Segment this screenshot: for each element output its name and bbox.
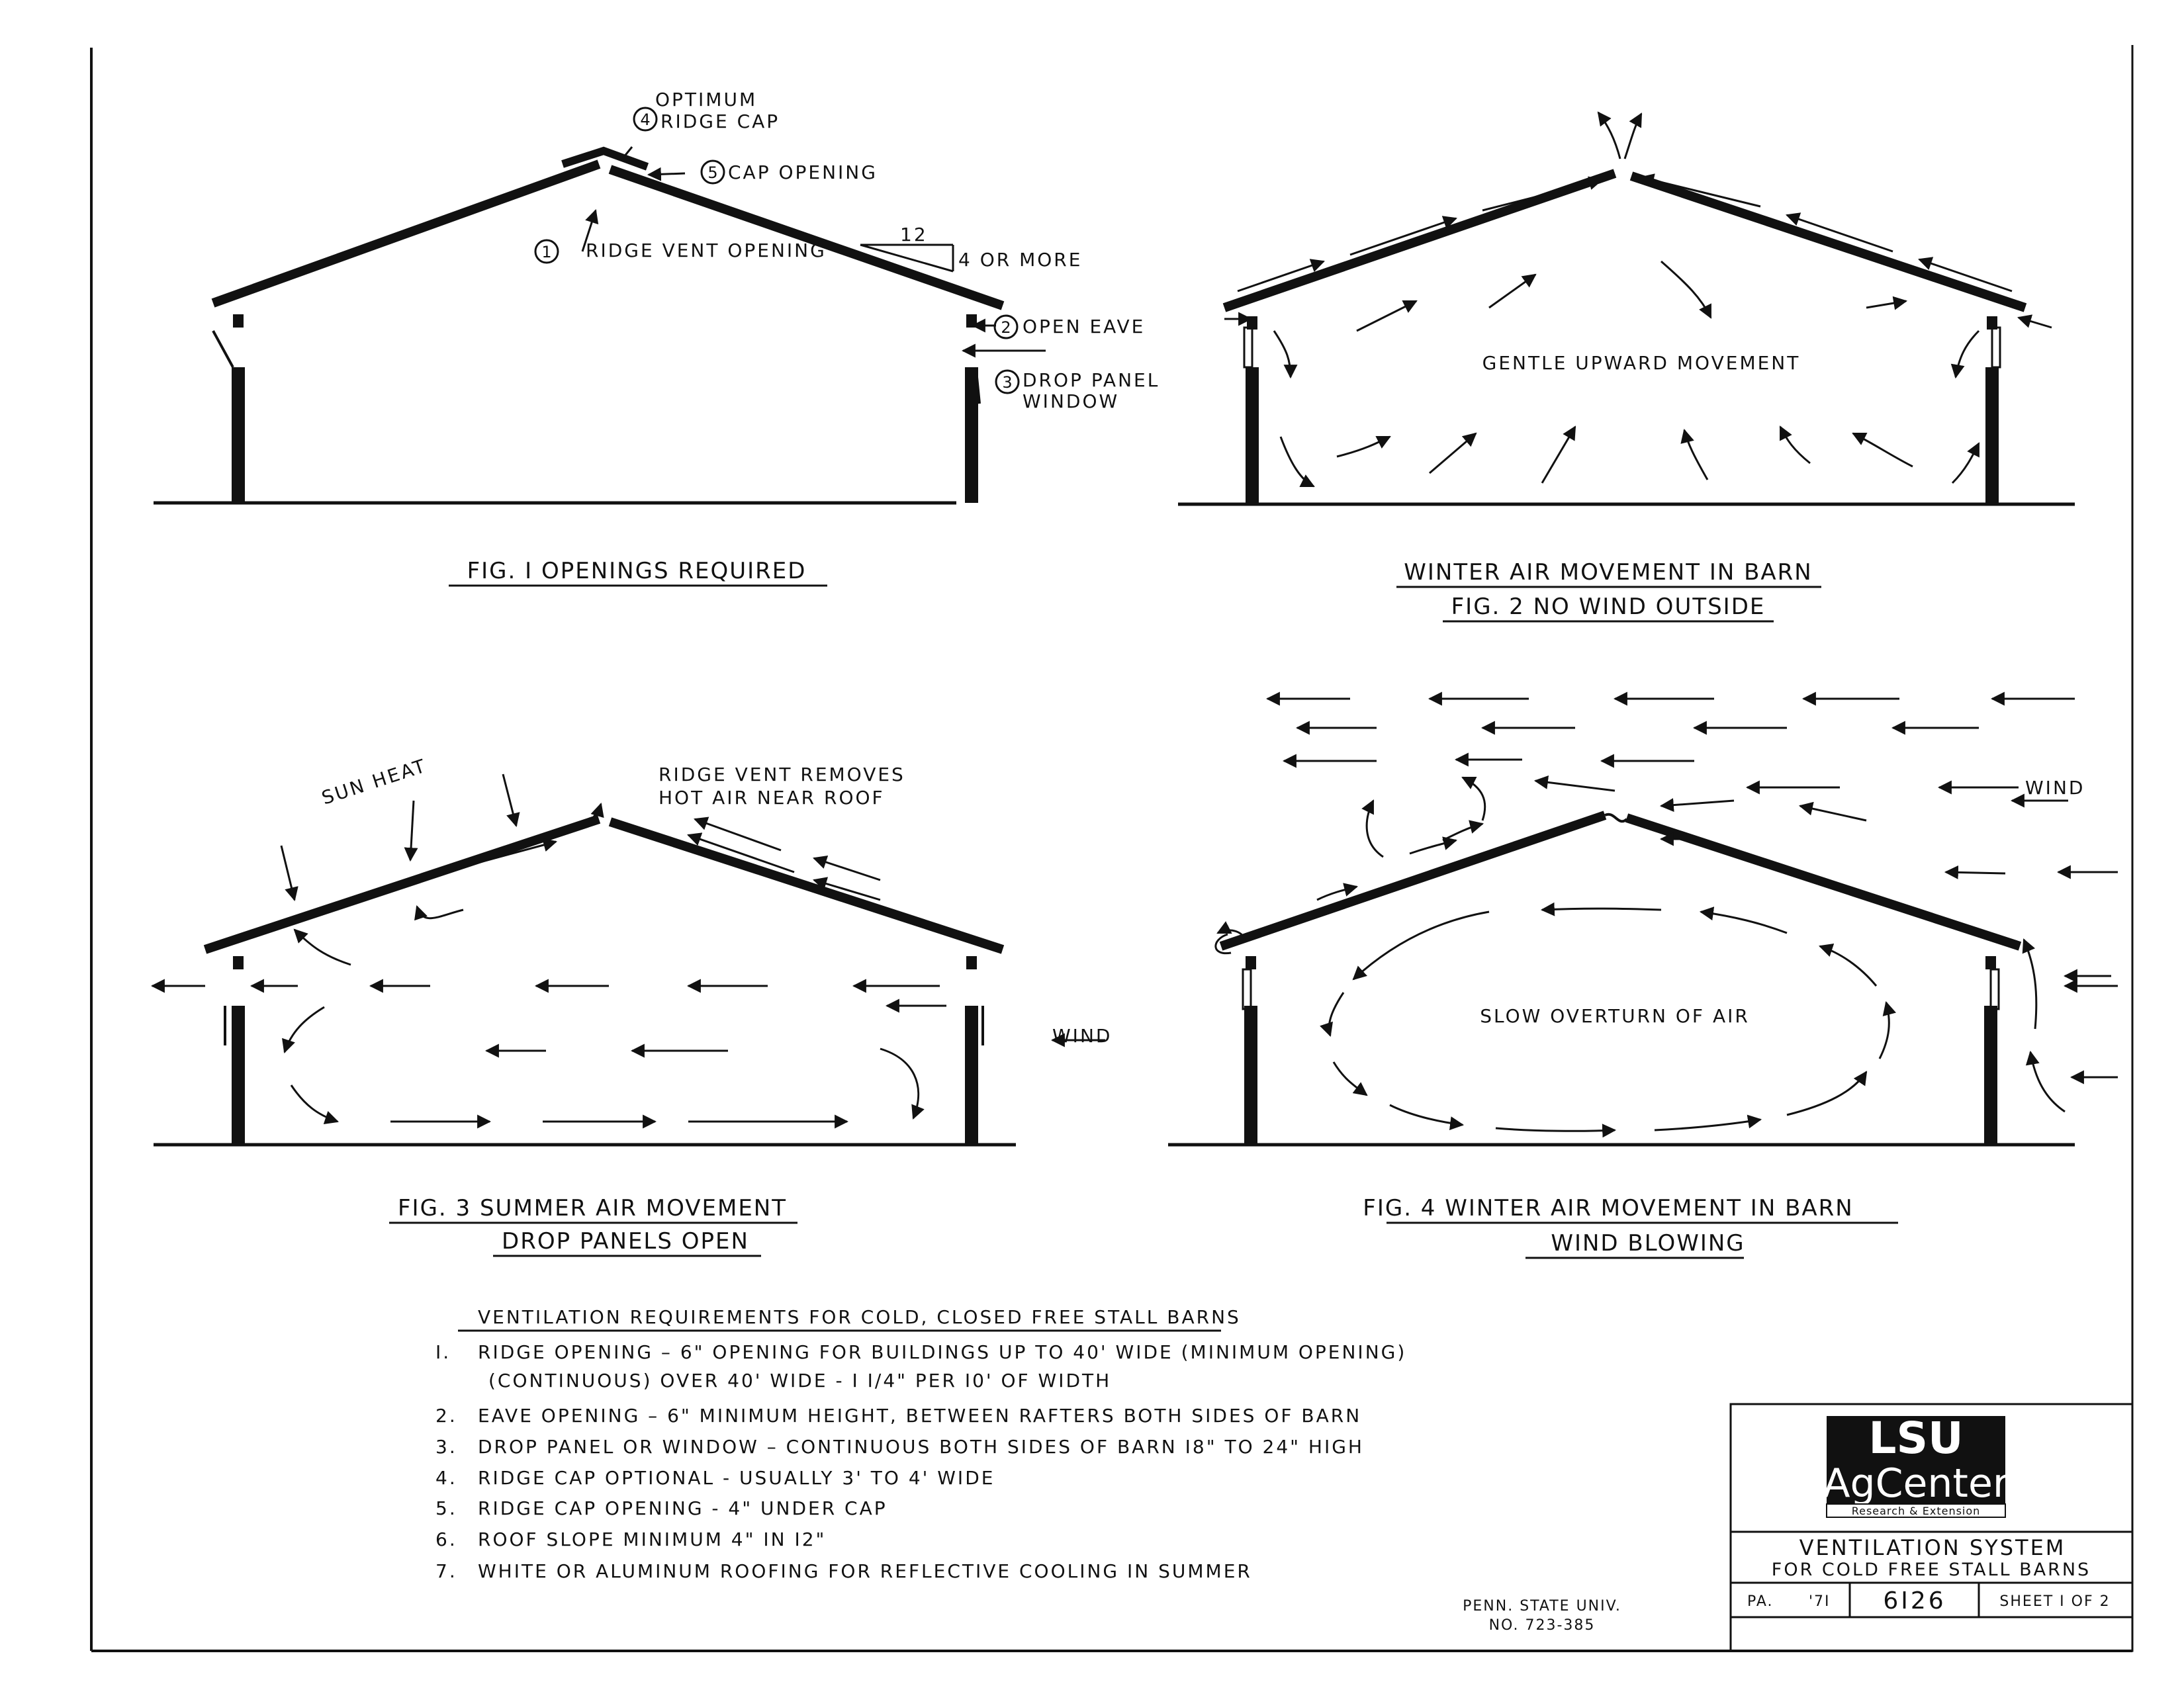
open-eave-label: OPEN EAVE [1023, 316, 1145, 337]
slope-run-label: 12 [900, 224, 928, 245]
req-item-1-num: I. [435, 1341, 451, 1363]
barn-outline [1178, 169, 2075, 506]
ridge-vent-opening-label: RIDGE VENT OPENING [586, 240, 827, 261]
title-year: '7I [1809, 1593, 1831, 1610]
lsu-agcenter-logo: LSU AgCenter Research & Extension [1823, 1413, 2009, 1518]
req-item-6-num: 6. [435, 1528, 457, 1550]
fig2-air-arrows [1224, 111, 2052, 488]
marker-5: 5 [707, 163, 717, 182]
marker-1: 1 [541, 243, 551, 261]
barn-outline [1168, 811, 2075, 1147]
fig4-overturn-loop [1320, 832, 1897, 1138]
fig1-diagram: 4 5 1 2 3 OPTIMUM RIDGE CAP CAP OPENING … [154, 89, 1160, 587]
title-sheet: SHEET I OF 2 [1999, 1593, 2110, 1610]
fig3-diagram: SUN HEAT RIDGE VENT REMOVES HOT AIR NEAR… [150, 754, 1112, 1257]
window-label: WINDOW [1023, 390, 1119, 412]
req-item-5-num: 5. [435, 1497, 457, 1519]
slope-rise-label: 4 OR MORE [958, 249, 1082, 271]
title-block: LSU AgCenter Research & Extension VENTIL… [1729, 1403, 2134, 1652]
fig4-caption-line2: WIND BLOWING [1551, 1230, 1745, 1257]
fig4-diagram: WIND SLOW OVERTURN OF AIR FIG. 4 WINTER … [1168, 691, 2118, 1259]
fig3-air-arrows [150, 774, 1105, 1129]
title-drawing-number: 6I26 [1883, 1587, 1946, 1615]
source-line2: NO. 723-385 [1489, 1617, 1596, 1634]
barn-outline [154, 815, 1016, 1147]
title-state: PA. [1747, 1593, 1774, 1610]
marker-4: 4 [640, 111, 650, 129]
logo-agcenter: AgCenter [1823, 1460, 2009, 1507]
slow-overturn-label: SLOW OVERTURN OF AIR [1480, 1005, 1750, 1027]
req-item-5-line1: RIDGE CAP OPENING - 4" UNDER CAP [478, 1497, 887, 1519]
title-line1: VENTILATION SYSTEM [1799, 1535, 2066, 1560]
fig4-wind-label: WIND [2025, 777, 2085, 799]
req-item-4-line1: RIDGE CAP OPTIONAL - USUALLY 3' TO 4' WI… [478, 1467, 995, 1489]
req-item-6-line1: ROOF SLOPE MINIMUM 4" IN I2" [478, 1528, 826, 1550]
fig1-caption: FIG. I OPENINGS REQUIRED [467, 558, 807, 584]
ridge-vent-removes-label: RIDGE VENT REMOVES [659, 764, 905, 785]
ventilation-requirements: VENTILATION REQUIREMENTS FOR COLD, CLOSE… [435, 1306, 1406, 1582]
source-line1: PENN. STATE UNIV. [1463, 1598, 1621, 1615]
marker-2: 2 [1001, 318, 1011, 337]
hot-air-near-roof-label: HOT AIR NEAR ROOF [659, 787, 885, 809]
marker-3: 3 [1002, 373, 1012, 392]
gentle-upward-label: GENTLE UPWARD MOVEMENT [1482, 352, 1801, 374]
fig2-caption-line2: FIG. 2 NO WIND OUTSIDE [1451, 594, 1766, 620]
req-item-2-line1: EAVE OPENING – 6" MINIMUM HEIGHT, BETWEE… [478, 1405, 1361, 1427]
fig3-caption-line1: FIG. 3 SUMMER AIR MOVEMENT [398, 1195, 787, 1221]
fig4-caption-line1: FIG. 4 WINTER AIR MOVEMENT IN BARN [1363, 1195, 1853, 1221]
fig3-wind-label: WIND [1052, 1025, 1112, 1047]
req-item-7-line1: WHITE OR ALUMINUM ROOFING FOR REFLECTIVE… [478, 1560, 1252, 1582]
req-item-3-line1: DROP PANEL OR WINDOW – CONTINUOUS BOTH S… [478, 1436, 1364, 1458]
req-item-1-line2: (CONTINUOUS) OVER 40' WIDE - I I/4" PER … [488, 1370, 1111, 1392]
optimum-label: OPTIMUM [655, 89, 757, 111]
fig3-caption-line2: DROP PANELS OPEN [502, 1228, 749, 1255]
barn-outline [154, 146, 1005, 505]
logo-research-extension: Research & Extension [1852, 1505, 1981, 1517]
fig4-outside-wind [1216, 691, 2118, 1113]
fig2-caption-line1: WINTER AIR MOVEMENT IN BARN [1404, 559, 1812, 586]
req-item-4-num: 4. [435, 1467, 457, 1489]
req-item-1-line1: RIDGE OPENING – 6" OPENING FOR BUILDINGS… [478, 1341, 1406, 1363]
drop-panel-label: DROP PANEL [1023, 369, 1160, 391]
fig1-markers: 4 5 1 2 3 [534, 107, 1020, 394]
fig1-leaders [581, 146, 1046, 358]
cap-opening-label: CAP OPENING [728, 161, 878, 183]
req-item-7-num: 7. [435, 1560, 457, 1582]
logo-lsu: LSU [1868, 1413, 1963, 1464]
req-item-3-num: 3. [435, 1436, 457, 1458]
fig2-diagram: GENTLE UPWARD MOVEMENT WINTER AIR MOVEME… [1178, 111, 2075, 623]
requirements-heading: VENTILATION REQUIREMENTS FOR COLD, CLOSE… [478, 1306, 1241, 1328]
title-line2: FOR COLD FREE STALL BARNS [1772, 1560, 2091, 1580]
req-item-2-num: 2. [435, 1405, 457, 1427]
ridge-cap-label: RIDGE CAP [660, 111, 780, 132]
